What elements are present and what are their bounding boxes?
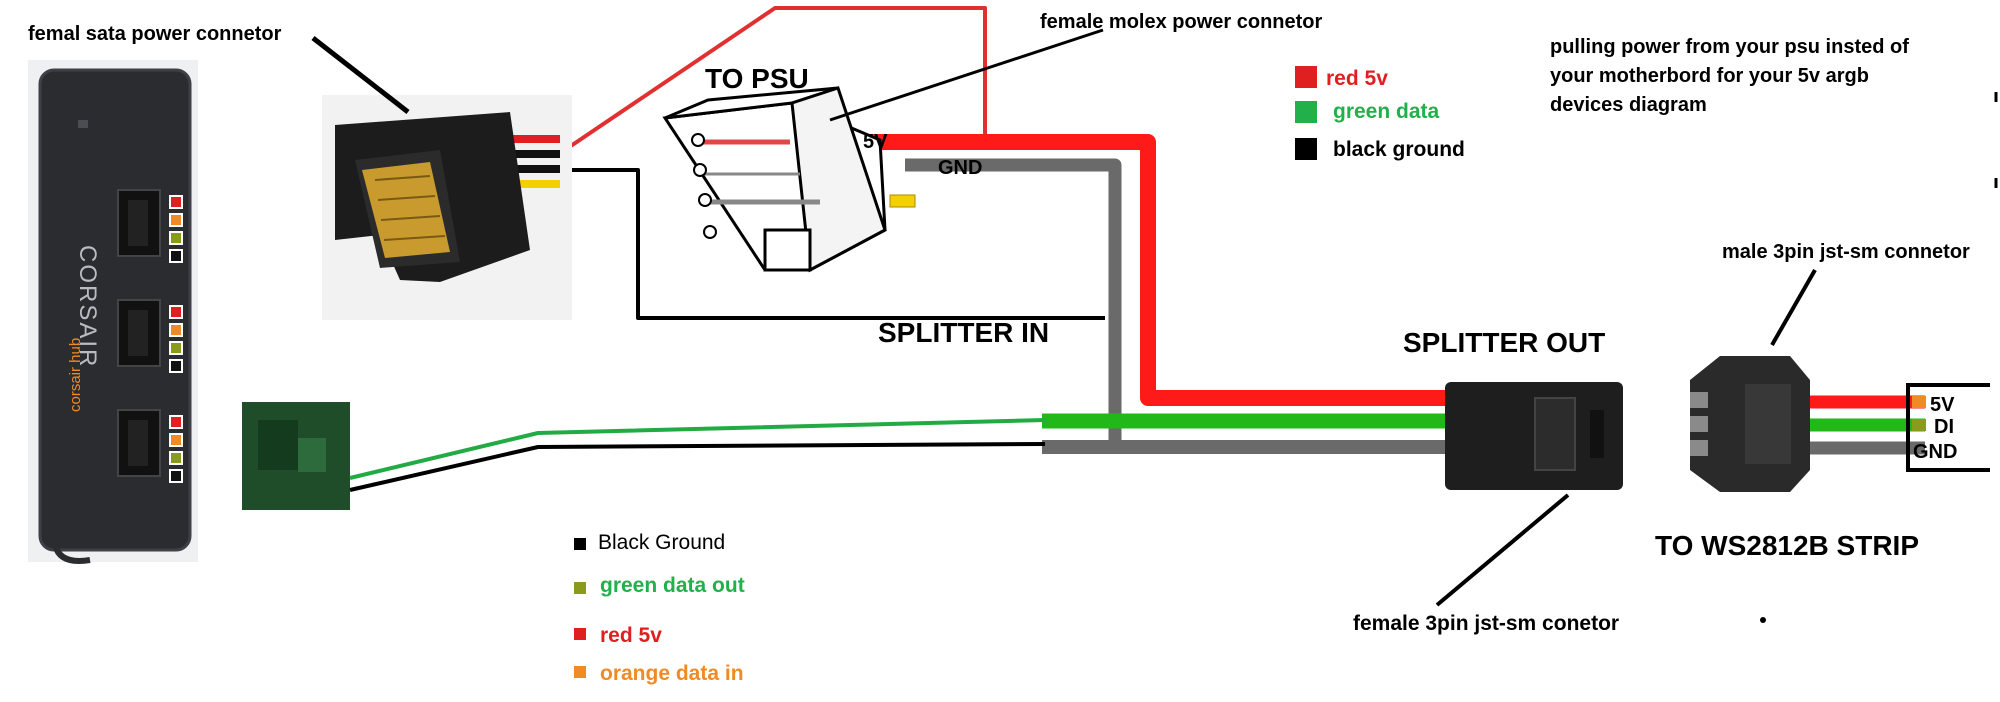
legend-bottom-label-0: Black Ground — [598, 531, 725, 554]
legend-top-label-2: black ground — [1333, 138, 1465, 161]
hub-port-3 — [117, 409, 161, 477]
wires — [349, 6, 1925, 492]
male-jst-connector — [1690, 356, 1810, 492]
strip-gnd-label: GND — [1913, 441, 1957, 463]
header-connector-detail — [258, 420, 298, 470]
splitter-out-slot — [1590, 410, 1604, 458]
legend-top: red 5v green data black ground — [1295, 66, 1465, 161]
legend-top-label-1: green data — [1333, 100, 1440, 123]
label-male-jst: male 3pin jst-sm connetor — [1722, 241, 1970, 263]
legend-bottom: Black Ground green data out red 5v orang… — [574, 531, 745, 685]
wire-black-sata — [556, 168, 1105, 320]
header-connector-tab — [298, 438, 326, 472]
label-molex-5v: 5V — [863, 131, 888, 153]
hub-port-2 — [117, 299, 161, 367]
sata-wire-black-2 — [505, 165, 560, 173]
label-molex-connector: female molex power connetor — [1040, 11, 1323, 33]
legend-top-swatch-1 — [1295, 101, 1317, 123]
legend-bottom-swatch-3 — [574, 666, 586, 678]
legend-top-label-0: red 5v — [1326, 67, 1388, 90]
hub-notch — [78, 120, 88, 128]
sata-wire-red — [505, 135, 560, 143]
pointer-lines — [311, 28, 1817, 607]
label-splitter-in: SPLITTER IN — [878, 317, 1049, 348]
hub-port-inner — [128, 310, 148, 356]
legend-bottom-label-3: orange data in — [600, 662, 744, 685]
splitter-out-latch — [1534, 397, 1576, 471]
wire-thin-green — [349, 418, 1046, 480]
label-sata-connector: femal sata power connetor — [28, 23, 282, 45]
strip-bracket — [1906, 383, 1990, 472]
wire-red-sata-loop — [554, 6, 987, 158]
wire-red-5v — [825, 134, 1445, 406]
hub-header-connector — [242, 402, 350, 510]
pointer-sata — [311, 36, 410, 114]
hub-port-1 — [117, 189, 161, 257]
molex-front — [763, 228, 812, 272]
hub-port-inner — [128, 420, 148, 466]
description-line-2: your motherbord for your 5v argb — [1550, 65, 1869, 87]
legend-bottom-label-2: red 5v — [600, 624, 662, 647]
label-splitter-out: SPLITTER OUT — [1403, 327, 1605, 358]
legend-bottom-label-1: green data out — [600, 574, 745, 597]
hub-cable — [52, 544, 91, 564]
label-to-psu: TO PSU — [705, 63, 809, 94]
description-block: pulling power from your psu insted of yo… — [1550, 36, 1998, 188]
legend-bottom-swatch-1 — [574, 582, 586, 594]
male-jst-detail — [1745, 384, 1791, 464]
sata-wire-black — [505, 150, 560, 158]
wire-thin-black — [349, 442, 1046, 492]
molex-wire-yellow — [889, 194, 916, 208]
label-molex-gnd: GND — [938, 157, 982, 179]
sata-wire-yellow — [505, 180, 560, 188]
pointer-male-jst — [1770, 269, 1817, 346]
pointer-female-jst — [1435, 493, 1570, 607]
legend-top-swatch-2 — [1295, 138, 1317, 160]
hub-pin-markers — [169, 195, 183, 483]
hub-body — [40, 70, 190, 550]
pointer-molex — [829, 28, 1104, 122]
description-line-3: devices diagram — [1550, 94, 1707, 116]
strip-di-label: DI — [1934, 416, 1954, 438]
legend-bottom-swatch-2 — [574, 628, 586, 640]
molex-connector — [662, 86, 916, 273]
label-female-jst: female 3pin jst-sm conetor — [1353, 612, 1619, 635]
wire-grey-gnd — [905, 158, 1122, 440]
sata-pins — [362, 162, 450, 258]
hub-body-outline — [38, 68, 192, 552]
legend-bottom-swatch-0 — [574, 538, 586, 550]
stray-dot — [1760, 617, 1766, 623]
splitter-out-connector — [1445, 382, 1623, 490]
legend-top-swatch-0 — [1295, 66, 1317, 88]
corsair-hub: CORSAIR corsair hub — [28, 60, 198, 564]
strip-end: 5V DI GND — [1906, 383, 1990, 472]
hub-name-label: corsair hub — [67, 338, 84, 412]
molex-side — [790, 86, 887, 273]
label-to-strip: TO WS2812B STRIP — [1655, 530, 1919, 561]
description-line-1: pulling power from your psu insted of — [1550, 36, 1909, 58]
hub-port-inner — [128, 200, 148, 246]
hub-brand-label: CORSAIR — [74, 245, 101, 368]
sata-connector — [322, 95, 572, 320]
strip-5v-label: 5V — [1930, 394, 1955, 416]
